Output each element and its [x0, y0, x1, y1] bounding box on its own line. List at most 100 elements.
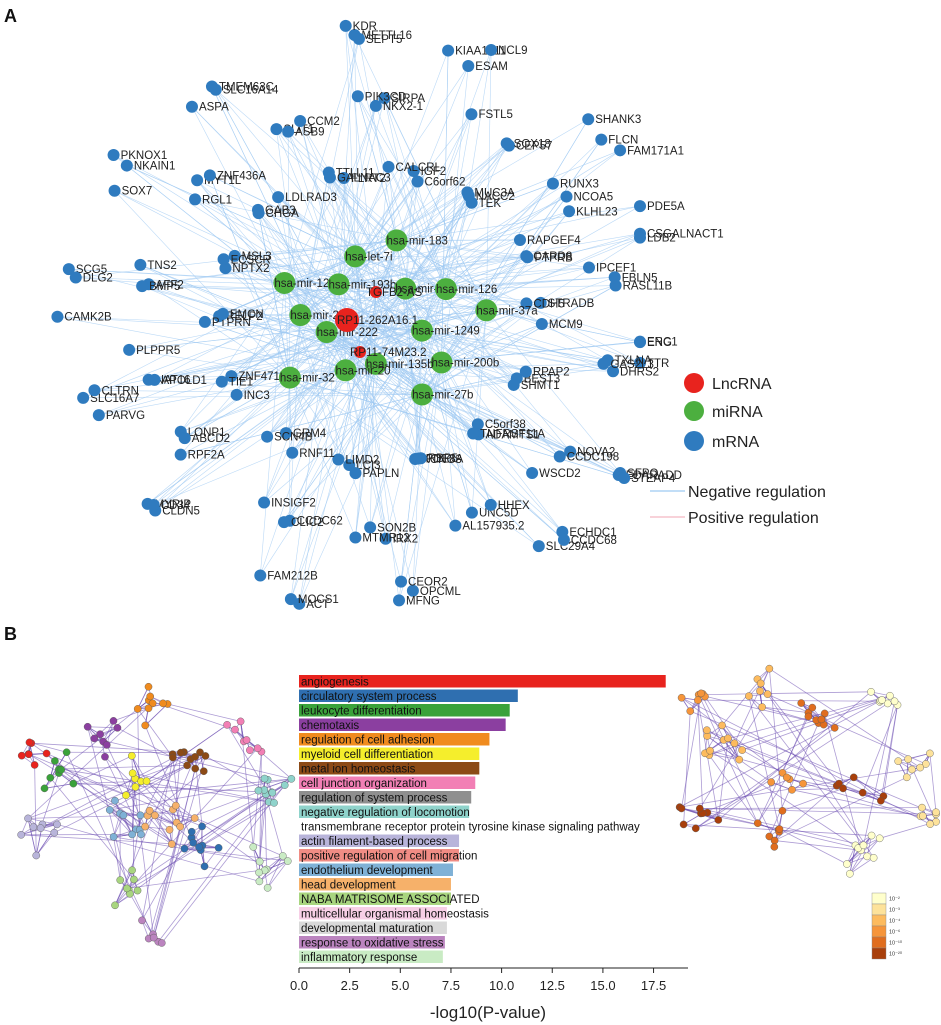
cluster-node — [109, 717, 118, 725]
network-edge — [359, 202, 472, 353]
network-edge — [338, 284, 563, 533]
cluster-node — [191, 753, 199, 761]
mrna-node — [618, 472, 631, 485]
x-tick-label: 10.0 — [489, 978, 514, 993]
cluster-edge — [718, 691, 872, 821]
network-edge — [263, 319, 348, 503]
network-edge — [223, 240, 397, 260]
mrna-node-label: KCNG3 — [422, 454, 462, 466]
mrna-node — [178, 432, 191, 445]
bar — [299, 747, 480, 760]
mrna-node-label: C6orf62 — [425, 177, 466, 189]
cluster-edge — [690, 710, 937, 815]
mrna-node — [465, 108, 478, 121]
cluster-node — [703, 726, 711, 734]
legend-lncrna-swatch — [684, 373, 704, 393]
mrna-node — [465, 506, 478, 519]
network-edge — [421, 303, 527, 395]
legend-negative-label: Negative regulation — [688, 484, 826, 501]
network-edge — [284, 177, 345, 284]
cluster-node — [242, 736, 251, 744]
mrna-node — [217, 253, 230, 266]
mrna-node — [123, 343, 136, 356]
bar — [299, 878, 451, 891]
mrna-node — [278, 516, 291, 529]
network-edge — [345, 370, 402, 582]
network-edge — [421, 394, 619, 476]
mrna-node-label: CAMK2B — [64, 312, 112, 324]
mirna-node — [411, 383, 434, 406]
network-edge — [298, 330, 423, 604]
bar-category-label: myeloid cell differentiation — [301, 749, 433, 761]
mrna-node-label: SON2B — [377, 522, 416, 534]
cluster-node — [29, 823, 38, 831]
cluster-node — [908, 765, 916, 774]
network-edge — [154, 330, 423, 381]
network-edge — [441, 50, 449, 363]
cluster-edge — [723, 739, 740, 760]
mrna-node-label: RNF11 — [299, 448, 335, 460]
cluster-edge — [698, 694, 759, 824]
mrna-node — [582, 113, 595, 126]
mrna-node — [270, 123, 283, 136]
bar — [299, 704, 510, 717]
mrna-node — [379, 532, 392, 545]
cluster-node — [180, 844, 189, 853]
network-edge — [154, 288, 447, 381]
mrna-node-label: ECSCR — [231, 254, 271, 266]
mrna-node — [607, 365, 620, 378]
mirna-node — [289, 304, 312, 327]
cluster-node — [875, 834, 884, 843]
cluster-node — [691, 824, 700, 833]
cluster-node — [195, 843, 203, 851]
network-edge — [140, 264, 346, 371]
mrna-node-label: NKX2-1 — [383, 101, 423, 113]
network-edge — [421, 302, 541, 395]
network-edge — [260, 319, 348, 576]
cluster-edge — [699, 706, 763, 809]
mrna-node — [92, 409, 105, 422]
mrna-node-label: ECHDC1 — [569, 527, 616, 539]
mrna-node-label: STEAP4 — [631, 473, 676, 485]
cluster-edge — [132, 772, 275, 804]
cluster-edge — [50, 700, 150, 779]
mrna-node-label: LDLRAD3 — [285, 192, 337, 204]
mrna-node — [608, 271, 621, 284]
mrna-node-label: TNS2 — [147, 260, 176, 272]
network-edge — [359, 302, 541, 353]
cluster-node — [223, 721, 231, 729]
cluster-node — [214, 844, 223, 852]
cluster-edge — [898, 760, 921, 768]
mrna-node-label: GALNAC3 — [337, 173, 391, 185]
cluster-edge — [863, 701, 895, 846]
cluster-node — [817, 715, 826, 724]
bar — [299, 849, 460, 862]
network-legend: LncRNA miRNA mRNA Negative regulation Po… — [650, 373, 826, 527]
cluster-node — [113, 724, 122, 732]
cluster-node — [131, 783, 140, 791]
mirna-node-label: hsa-mir-183 — [387, 235, 448, 247]
mrna-node — [62, 263, 75, 276]
network-edge — [354, 170, 414, 257]
cluster-edge — [849, 857, 874, 875]
network-edge — [349, 394, 423, 466]
network-edge — [396, 240, 527, 257]
network-edge — [355, 291, 377, 538]
cluster-edge — [929, 753, 937, 813]
cluster-node — [157, 939, 166, 947]
mrna-node-label: TEK — [479, 198, 502, 210]
cluster-node — [745, 692, 753, 700]
network-edge — [384, 98, 447, 290]
mrna-node — [411, 175, 424, 188]
mirna-node — [344, 245, 367, 268]
cluster-node — [869, 854, 878, 862]
cluster-edge — [113, 707, 149, 722]
mirna-node — [273, 272, 296, 295]
network-edge — [405, 49, 492, 289]
bar — [299, 776, 476, 789]
network-edge — [180, 370, 346, 433]
network-edge — [355, 145, 510, 257]
network-edge — [257, 209, 423, 395]
cluster-edge — [259, 855, 283, 862]
